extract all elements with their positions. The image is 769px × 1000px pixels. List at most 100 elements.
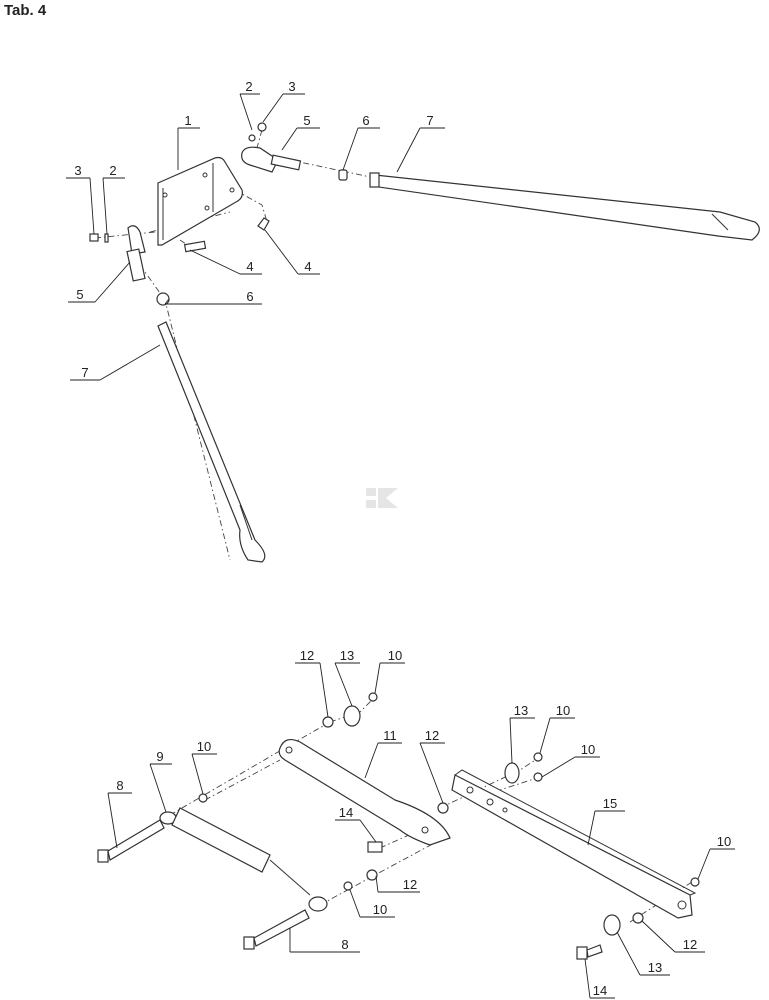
bolt-part-8b bbox=[243, 909, 310, 950]
washer-part-13 bbox=[343, 705, 361, 727]
leader-line bbox=[191, 753, 217, 795]
leader-line bbox=[264, 229, 320, 275]
callout-4: 4 bbox=[264, 229, 320, 275]
lower-assembly bbox=[97, 692, 700, 960]
leader-line bbox=[541, 756, 600, 778]
part-number: 14 bbox=[593, 983, 607, 998]
gas-spring-part-9 bbox=[159, 807, 328, 912]
nut-part-6b bbox=[156, 292, 170, 306]
callout-12: 12 bbox=[375, 875, 420, 893]
callout-2: 2 bbox=[102, 163, 125, 235]
rod-end-part-5b bbox=[126, 225, 146, 282]
part-number: 4 bbox=[246, 259, 253, 274]
nut-part-10c bbox=[533, 752, 543, 762]
leader-line bbox=[697, 848, 735, 880]
part-number: 12 bbox=[683, 937, 697, 952]
leader-line bbox=[335, 819, 377, 843]
spacer-part-12b bbox=[437, 802, 449, 814]
callout-3: 3 bbox=[66, 163, 95, 235]
leader-line bbox=[289, 928, 360, 953]
part-number: 10 bbox=[556, 703, 570, 718]
leader-line bbox=[374, 662, 405, 694]
bracket-part-1 bbox=[157, 156, 243, 246]
leader-line bbox=[164, 298, 262, 305]
bolt-part-8 bbox=[97, 819, 165, 863]
leader-line bbox=[616, 931, 670, 976]
part-number: 11 bbox=[383, 728, 397, 743]
leader-line bbox=[364, 742, 402, 779]
part-number: 12 bbox=[300, 648, 314, 663]
leader-line bbox=[295, 662, 329, 718]
bolt-part-4b bbox=[257, 217, 270, 231]
part-number: 9 bbox=[156, 749, 163, 764]
callout-2: 2 bbox=[239, 79, 260, 131]
callout-5: 5 bbox=[281, 113, 320, 151]
part-number: 10 bbox=[388, 648, 402, 663]
part-number: 13 bbox=[340, 648, 354, 663]
upper-assembly bbox=[89, 122, 760, 563]
part-number: 14 bbox=[339, 805, 353, 820]
part-number: 1 bbox=[184, 113, 191, 128]
washer-part-13b bbox=[504, 762, 520, 784]
bolt-part-14 bbox=[367, 841, 383, 853]
part-number: 7 bbox=[81, 365, 88, 380]
part-number: 10 bbox=[581, 742, 595, 757]
leader-line bbox=[334, 662, 360, 707]
nut-part-10 bbox=[368, 692, 378, 702]
callout-12: 12 bbox=[295, 648, 329, 718]
spacer-part-12c bbox=[366, 869, 378, 881]
arm-part-7b bbox=[157, 321, 266, 563]
washer-part-2b bbox=[248, 134, 256, 142]
callout-4: 4 bbox=[189, 249, 262, 275]
rod-end-part-5 bbox=[241, 146, 302, 173]
callout-10: 10 bbox=[539, 703, 575, 754]
part-number: 2 bbox=[245, 79, 252, 94]
leader-line bbox=[107, 792, 132, 849]
part-number: 5 bbox=[303, 113, 310, 128]
part-number: 13 bbox=[648, 960, 662, 975]
part-number: 5 bbox=[76, 287, 83, 302]
arm-part-7 bbox=[369, 172, 760, 241]
spacer-part-12d bbox=[632, 912, 644, 924]
leader-line bbox=[375, 875, 420, 893]
callout-15: 15 bbox=[587, 796, 625, 846]
callout-12: 12 bbox=[641, 920, 705, 953]
callout-10: 10 bbox=[374, 648, 405, 694]
leader-line bbox=[70, 344, 161, 381]
leader-line bbox=[419, 742, 445, 804]
washer-part-2 bbox=[104, 233, 109, 243]
callout-9: 9 bbox=[149, 749, 172, 813]
callout-11: 11 bbox=[364, 728, 402, 779]
leader-line bbox=[342, 127, 380, 171]
callout-6: 6 bbox=[164, 289, 262, 305]
leader-line bbox=[509, 717, 535, 764]
nut-part-6 bbox=[338, 169, 348, 181]
nut-part-10f bbox=[690, 877, 700, 887]
callout-5: 5 bbox=[68, 261, 131, 303]
callout-6: 6 bbox=[342, 113, 380, 171]
part-number: 3 bbox=[74, 163, 81, 178]
callout-12: 12 bbox=[419, 728, 445, 804]
leader-line bbox=[66, 177, 95, 235]
leader-line bbox=[262, 93, 305, 123]
leader-line bbox=[102, 177, 125, 235]
arm-part-11 bbox=[278, 738, 451, 846]
callout-10: 10 bbox=[697, 834, 735, 880]
part-number: 10 bbox=[197, 739, 211, 754]
callout-13: 13 bbox=[509, 703, 535, 764]
watermark-logo bbox=[366, 488, 398, 508]
nut-part-3 bbox=[89, 233, 99, 242]
bolt-part-4 bbox=[183, 240, 207, 253]
part-number: 12 bbox=[425, 728, 439, 743]
nut-part-10d bbox=[533, 772, 543, 782]
callout-14: 14 bbox=[335, 805, 377, 843]
bolt-part-14b bbox=[576, 946, 588, 960]
nut-part-10b bbox=[198, 793, 208, 803]
leader-line bbox=[539, 717, 575, 754]
callout-13: 13 bbox=[616, 931, 670, 976]
leader-line bbox=[281, 127, 320, 151]
callout-13: 13 bbox=[334, 648, 360, 707]
callout-10: 10 bbox=[349, 889, 395, 918]
callout-14: 14 bbox=[584, 958, 615, 999]
